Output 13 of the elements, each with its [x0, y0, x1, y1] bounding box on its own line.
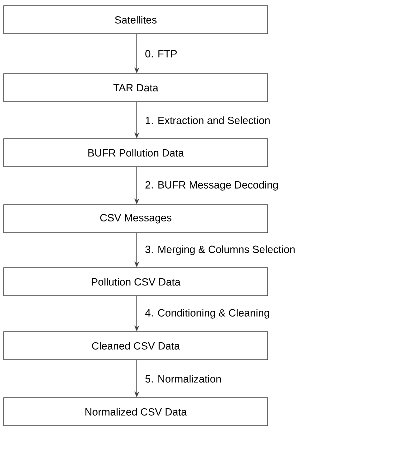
process-box: Satellites: [4, 6, 268, 34]
process-box: Pollution CSV Data: [4, 268, 268, 296]
edge-label: 3. Merging & Columns Selection: [146, 246, 295, 256]
edge-label: 2. BUFR Message Decoding: [146, 181, 278, 191]
process-box: TAR Data: [4, 74, 268, 102]
edge-label: 4. Conditioning & Cleaning: [145, 309, 270, 319]
edge-label: 5. Normalization: [146, 375, 222, 383]
process-box: Normalized CSV Data: [4, 398, 268, 426]
process-box: CSV Messages: [4, 204, 268, 234]
edge-label: 0. FTP: [146, 50, 177, 58]
edge-label: 1. Extraction and Selection: [146, 116, 270, 124]
process-box: BUFR Pollution Data: [4, 138, 268, 168]
process-box: Cleaned CSV Data: [4, 332, 268, 360]
